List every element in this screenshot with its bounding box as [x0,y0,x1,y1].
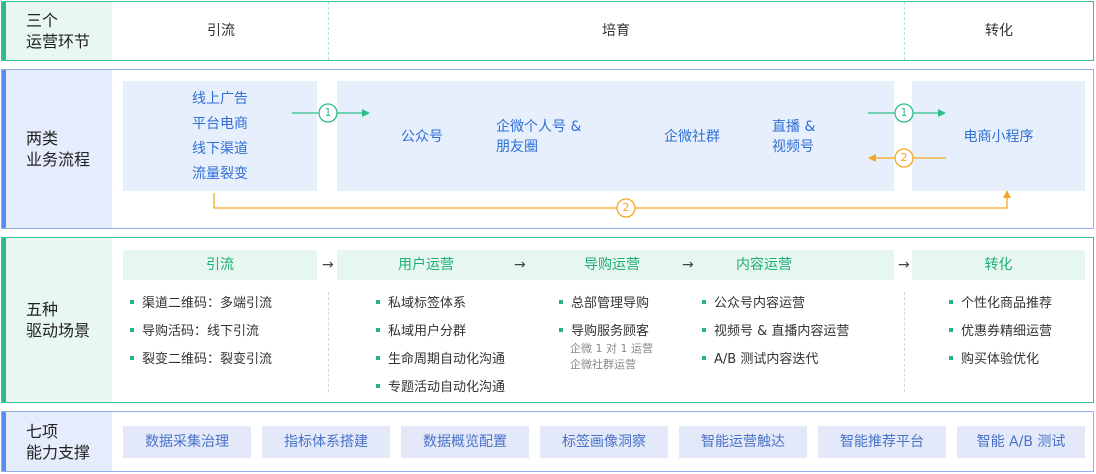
list-item: 导购活码：线下引流 [130,320,259,339]
arrow-right-icon: → [322,257,334,273]
list-item: 生命周期自动化沟通 [376,348,505,367]
marker-1-left: 1 [324,106,332,119]
channel-offline: 线下渠道 [192,141,248,157]
marker-1-right: 1 [900,106,908,119]
nurture-wecom-group: 企微社群 [664,129,720,145]
drivers-row-title: 五种 驱动场景 [2,238,112,402]
divider [904,2,905,60]
capability-tag-profile: 标签画像洞察 [540,426,668,458]
stage-conversion: 转化 [985,23,1013,39]
arrow-right-icon: → [682,257,694,273]
nurture-box [337,81,894,191]
list-item: 视频号 & 直播内容运营 [702,320,849,339]
list-item: 个性化商品推荐 [949,292,1052,311]
business-row: 两类 业务流程 线上广告 平台电商 线下渠道 流量裂变 公众号 企微个人号 &朋… [1,69,1094,229]
header-user-ops: 用户运营 [398,257,454,273]
list-item: 导购服务顾客 [559,320,649,339]
divider [904,292,905,392]
capability-metrics: 指标体系搭建 [262,426,390,458]
arrow-right-icon: → [898,257,910,273]
sub-item: 企微 1 对 1 运营 [570,342,653,355]
channel-referral: 流量裂变 [192,166,248,182]
nurture-live-video: 直播 &视频号 [772,119,816,155]
list-item: 总部管理导购 [559,292,649,311]
channels-box [123,81,317,191]
header-acquisition: 引流 [123,250,317,280]
stage-acquisition: 引流 [207,23,235,39]
divider [328,2,329,60]
header-guide-ops: 导购运营 [584,257,640,273]
list-item: 购买体验优化 [949,348,1039,367]
channel-online-ads: 线上广告 [192,91,248,107]
business-row-title: 两类 业务流程 [2,70,112,228]
channel-platform-ecommerce: 平台电商 [192,116,248,132]
capability-ab-testing: 智能 A/B 测试 [957,426,1085,458]
capability-data-collection: 数据采集治理 [123,426,251,458]
mini-program-box [912,81,1085,191]
list-item: A/B 测试内容迭代 [702,348,818,367]
nurture-official-account: 公众号 [401,129,443,145]
capabilities-row-title: 七项 能力支撑 [2,412,112,471]
sub-item: 企微社群运营 [570,358,636,371]
nurture-wecom-personal: 企微个人号 &朋友圈 [496,119,582,155]
capability-dashboard: 数据概览配置 [401,426,529,458]
header-content-ops: 内容运营 [736,257,792,273]
arrow-right-icon: → [514,257,526,273]
stages-row-title: 三个 运营环节 [2,2,112,60]
capabilities-row: 七项 能力支撑 数据采集治理 指标体系搭建 数据概览配置 标签画像洞察 智能运营… [1,411,1094,472]
ecommerce-mini-program: 电商小程序 [963,129,1034,145]
drivers-row: 五种 驱动场景 引流 → 用户运营 → 导购运营 → 内容运营 → 转化 渠道二… [1,237,1094,403]
capability-smart-reach: 智能运营触达 [679,426,807,458]
divider [328,292,329,392]
stage-nurture: 培育 [602,23,630,39]
list-item: 渠道二维码：多端引流 [130,292,272,311]
marker-2-bottom: 2 [622,201,630,214]
header-conversion: 转化 [912,250,1085,280]
list-item: 私域用户分群 [376,320,466,339]
stages-row: 三个 运营环节 引流 培育 转化 [1,1,1094,61]
header-bar-middle [337,250,894,280]
list-item: 裂变二维码：裂变引流 [130,348,272,367]
list-item: 专题活动自动化沟通 [376,376,505,395]
list-item: 优惠券精细运营 [949,320,1052,339]
list-item: 公众号内容运营 [702,292,805,311]
capability-recommendation: 智能推荐平台 [818,426,946,458]
marker-2-right: 2 [900,151,908,164]
list-item: 私域标签体系 [376,292,466,311]
flow-arrows [213,103,1011,218]
